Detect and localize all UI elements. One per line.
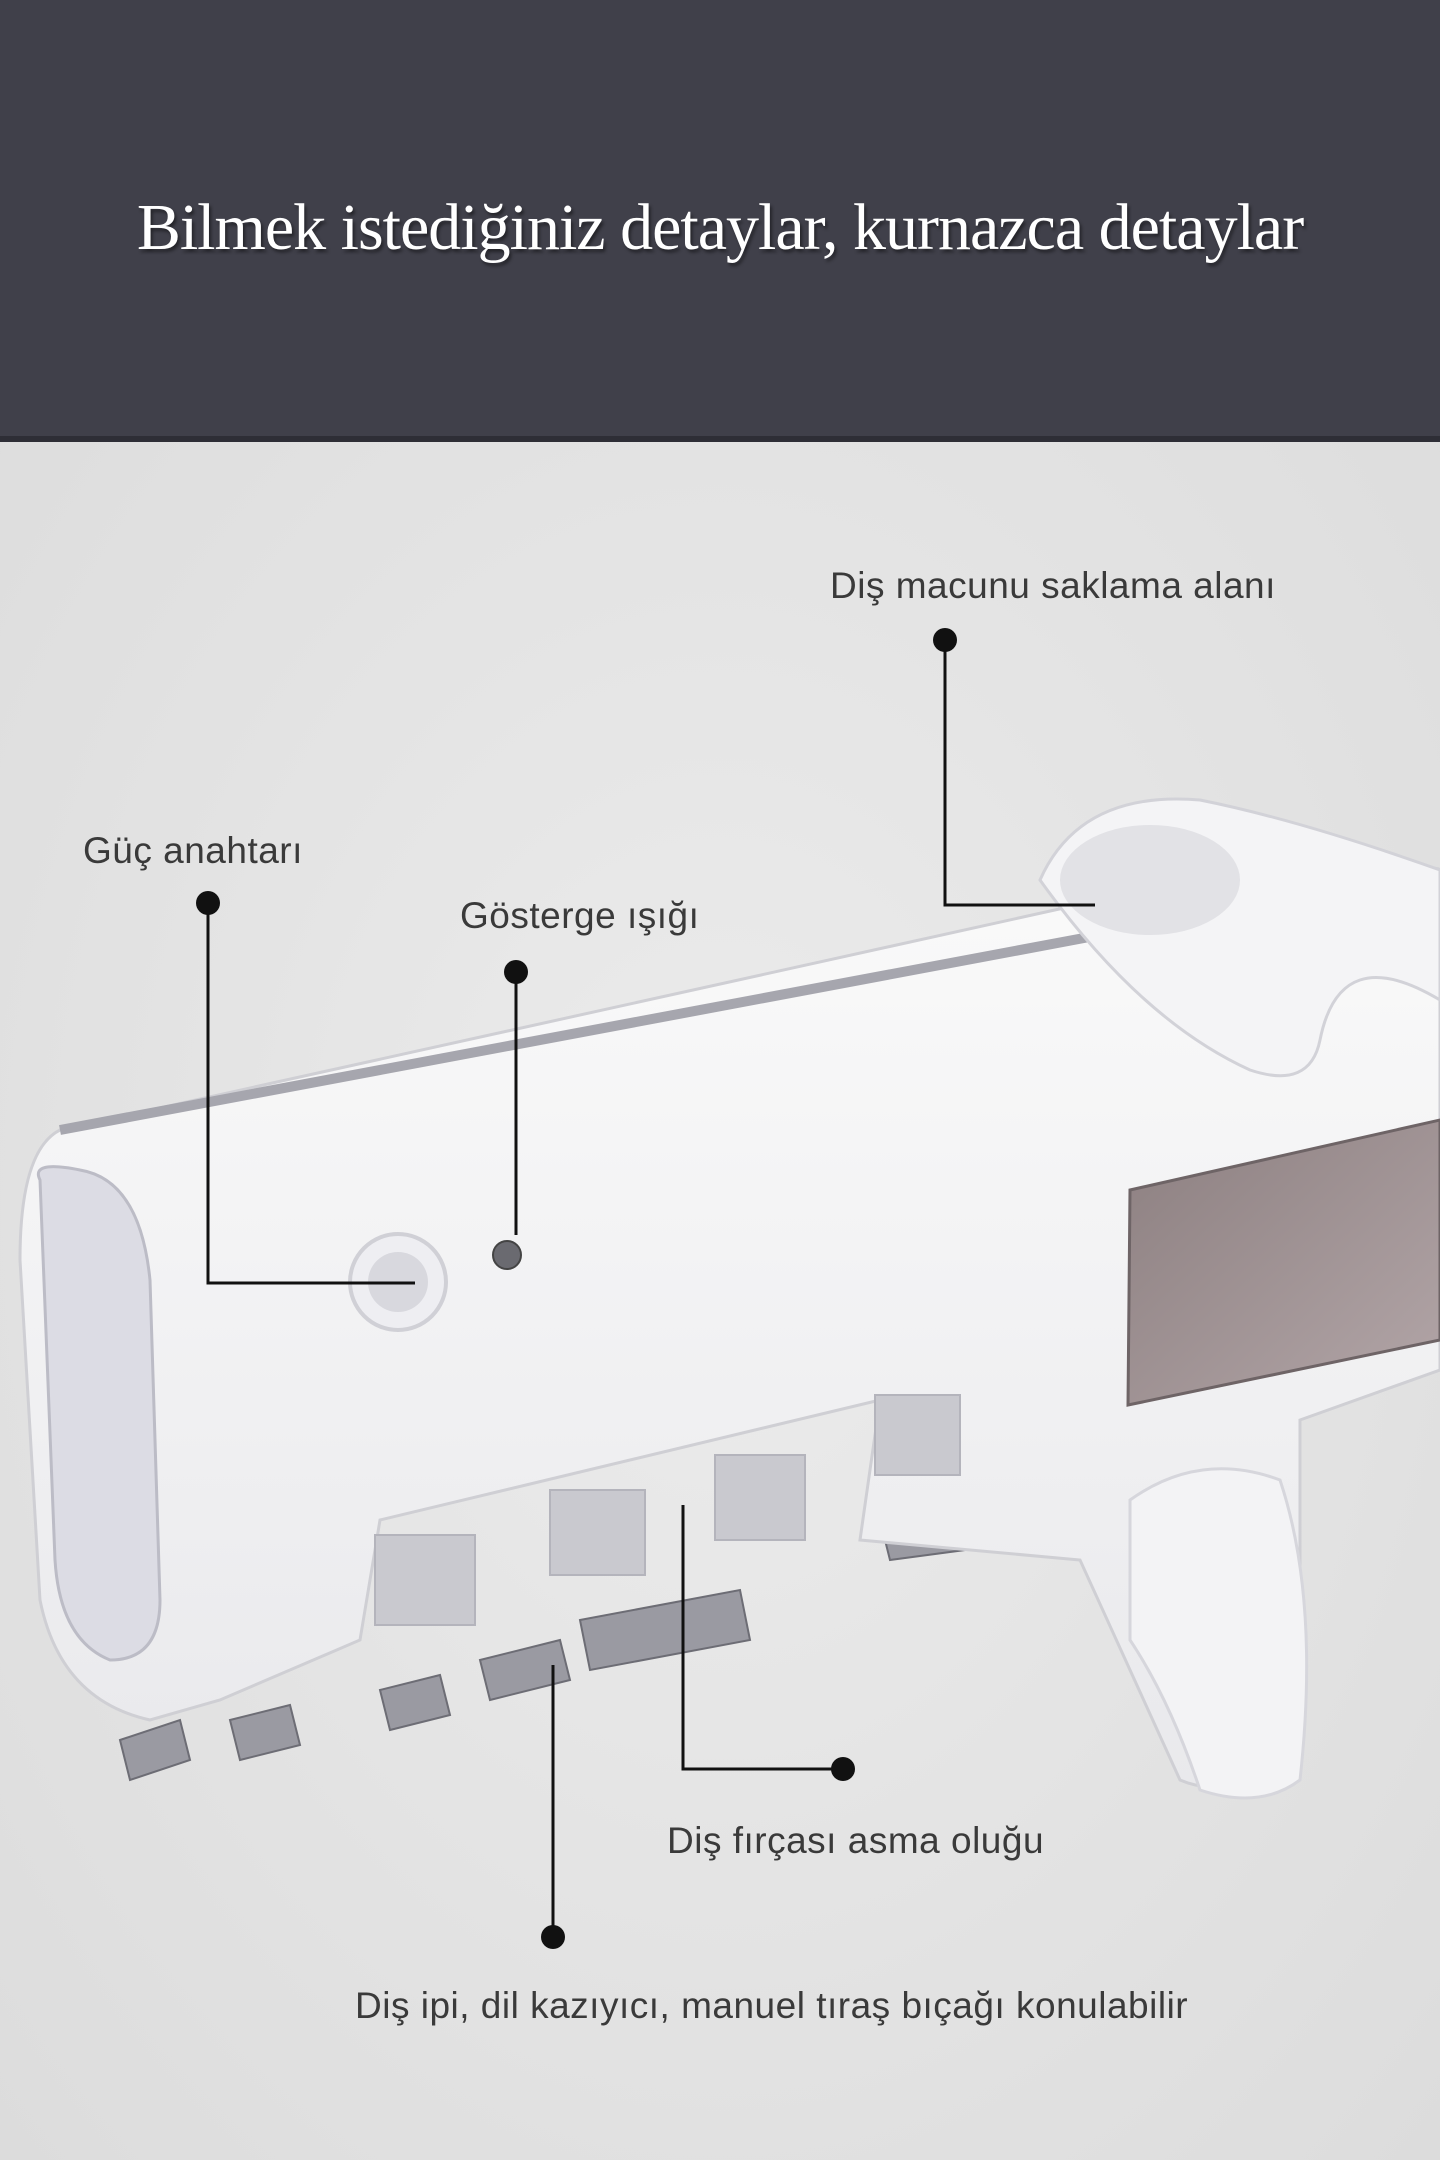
page-title: Bilmek istediğiniz detaylar, kurnazca de… — [136, 191, 1304, 264]
callout-lines — [206, 640, 1095, 1937]
callout-dots — [196, 628, 957, 1949]
brush-slots — [374, 1394, 961, 1626]
indicator-light — [492, 1240, 522, 1270]
toothbrush-holder-device — [18, 797, 1440, 1800]
callout-accessories: Diş ipi, dil kazıyıcı, manuel tıraş bıça… — [355, 1985, 1189, 2026]
solar-panel — [1126, 1118, 1440, 1407]
header-banner: Bilmek istediğiniz detaylar, kurnazca de… — [0, 0, 1440, 442]
callout-power-switch: Güç anahtarı — [83, 830, 303, 871]
callout-brush-slot: Diş fırçası asma oluğu — [667, 1820, 1045, 1861]
callout-indicator-light: Gösterge ışığı — [460, 895, 700, 936]
callout-toothpaste-storage: Diş macunu saklama alanı — [830, 565, 1276, 606]
